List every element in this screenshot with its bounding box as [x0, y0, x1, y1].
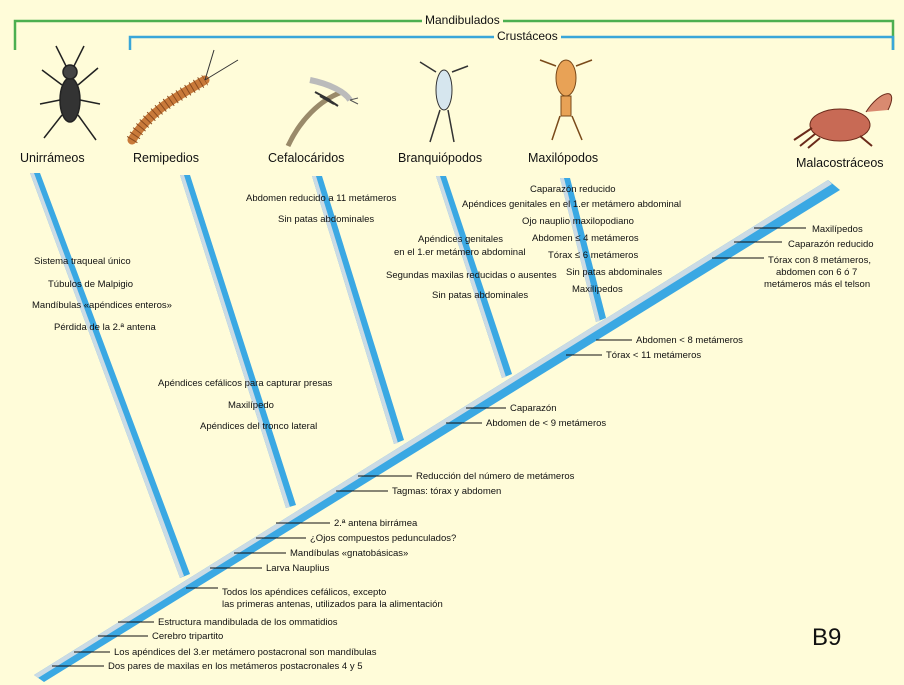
trait-label: Sin patas abdominales [432, 290, 528, 301]
trait-label: Pérdida de la 2.ª antena [54, 322, 156, 333]
copepod-icon [540, 60, 592, 140]
trait-label: en el 1.er metámero abdominal [394, 247, 526, 258]
trait-label: Abdomen reducido a 11 metámeros [246, 193, 396, 204]
trunk-trait-label: Los apéndices del 3.er metámero postacro… [114, 647, 376, 658]
cephalocarid-icon [288, 80, 358, 146]
trunk-trait-label: Caparazón [510, 403, 556, 414]
trait-label: metámeros más el telson [764, 279, 870, 290]
taxon-maxilopodos: Maxilópodos [528, 151, 598, 165]
trunk-trait-label: Abdomen < 8 metámeros [636, 335, 743, 346]
trunk-trait-label: Estructura mandibulada de los ommatidios [158, 617, 338, 628]
trunk-trait-label: Abdomen de < 9 metámeros [486, 418, 606, 429]
trait-label: Caparazón reducido [530, 184, 616, 195]
branch-unirrameos [30, 173, 190, 578]
trait-label: Sin patas abdominales [278, 214, 374, 225]
trait-label: Apéndices genitales [418, 234, 503, 245]
trunk-trait-label: Reducción del número de metámeros [416, 471, 574, 482]
trunk-trait-label: Dos pares de maxilas en los metámeros po… [108, 661, 363, 672]
crustaceos-label: Crustáceos [494, 29, 561, 43]
slide-code: B9 [812, 624, 841, 652]
taxon-branquiopodos: Branquiópodos [398, 151, 482, 165]
branchiopod-icon [420, 62, 468, 142]
trunk-trait-label: Tórax < 11 metámeros [606, 350, 701, 361]
trunk-trait-label: 2.ª antena birrámea [334, 518, 417, 529]
taxon-remipedios: Remipedios [133, 151, 199, 165]
trunk-trait-label: Larva Nauplius [266, 563, 329, 574]
trait-label: Apéndices del tronco lateral [200, 421, 317, 432]
insect-icon [40, 46, 100, 140]
trait-label: Maxilípedos [572, 284, 623, 295]
trait-label: Ojo nauplio maxilopodiano [522, 216, 634, 227]
trait-label: abdomen con 6 ó 7 [776, 267, 857, 278]
trait-label: Tórax con 8 metámeros, [768, 255, 871, 266]
trunk-trait-label: ¿Ojos compuestos pedunculados? [310, 533, 456, 544]
trunk-trait-label: Mandíbulas «gnatobásicas» [290, 548, 408, 559]
trunk-trait-label: Cerebro tripartito [152, 631, 223, 642]
trait-label: Apéndices genitales en el 1.er metámero … [462, 199, 681, 210]
trait-label: Maxilípedo [228, 400, 274, 411]
taxon-cefalocaridos: Cefalocáridos [268, 151, 344, 165]
trunk-trait-label: las primeras antenas, utilizados para la… [222, 599, 443, 610]
trait-label: Abdomen ≤ 4 metámeros [532, 233, 639, 244]
trait-label: Tórax ≤ 6 metámeros [548, 250, 638, 261]
trunk-trait-label: Tagmas: tórax y abdomen [392, 486, 501, 497]
trait-label: Sin patas abdominales [566, 267, 662, 278]
trunk-trait-label: Todos los apéndices cefálicos, excepto [222, 587, 386, 598]
trait-label: Sistema traqueal único [34, 256, 131, 267]
mandibulados-label: Mandibulados [422, 13, 503, 27]
trait-label: Segundas maxilas reducidas o ausentes [386, 270, 557, 281]
taxon-malacostraceos: Malacostráceos [796, 156, 884, 170]
trait-label: Túbulos de Malpigio [48, 279, 133, 290]
crab-icon [794, 94, 892, 148]
trait-label: Apéndices cefálicos para capturar presas [158, 378, 332, 389]
trait-label: Maxilípedos [812, 224, 863, 235]
trait-label: Caparazón reducido [788, 239, 874, 250]
centipede-icon [132, 50, 238, 140]
trait-label: Mandíbulas «apéndices enteros» [32, 300, 172, 311]
taxon-unirrameos: Unirrámeos [20, 151, 85, 165]
